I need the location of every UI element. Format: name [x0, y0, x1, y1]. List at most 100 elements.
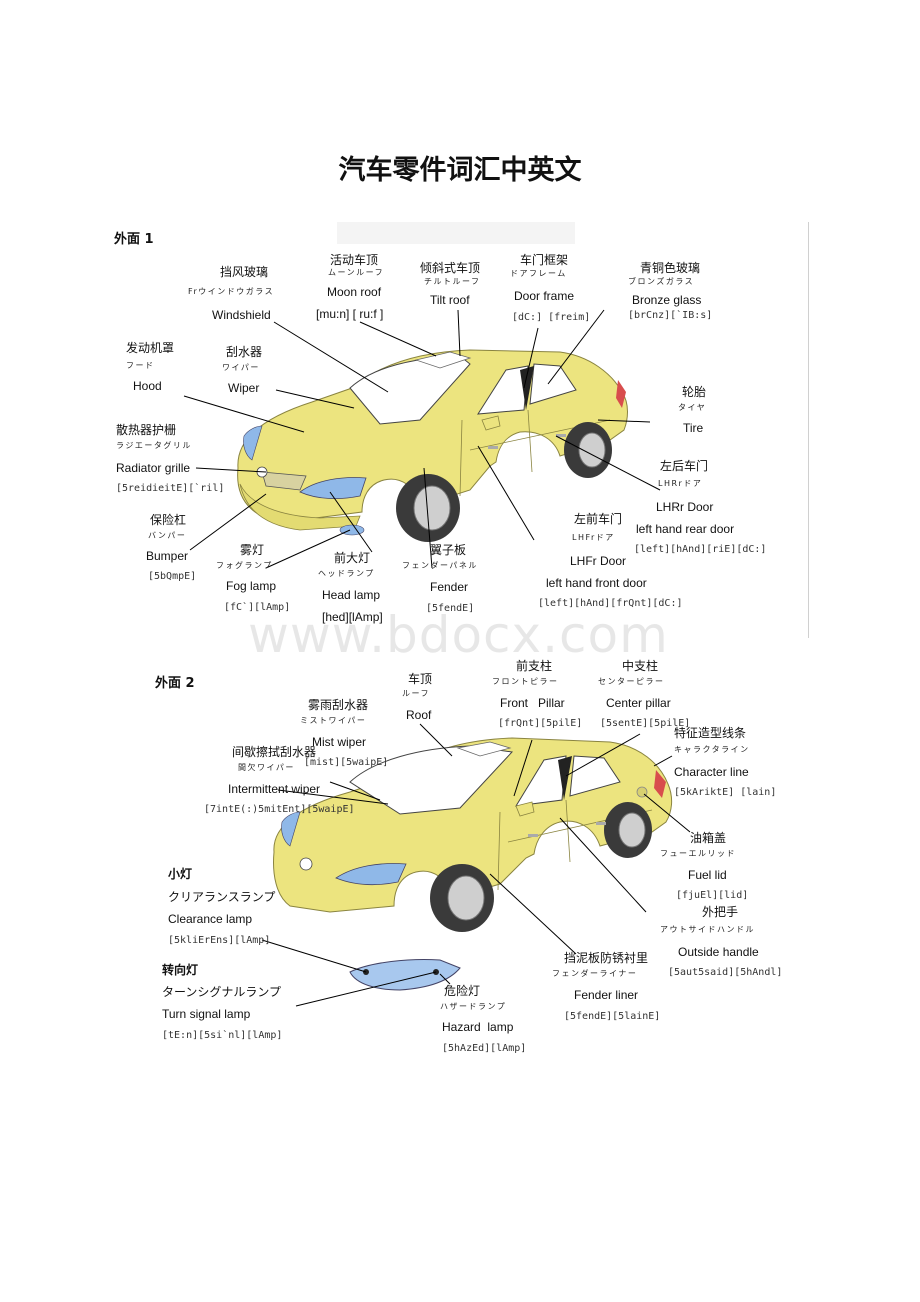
part-ja-fender: フェンダーパネル [402, 561, 478, 570]
part-cn-hazard-lamp: 危险灯 [444, 984, 481, 998]
car1-leader-lines [183, 309, 661, 569]
part-ph-turn-signal-lamp: [tE:n][5si`nl][lAmp] [162, 1030, 283, 1041]
part-en-mist-wiper: Mist wiper [312, 735, 367, 749]
part-ja-hood: フード [126, 361, 155, 370]
part-ja-windshield: Frウインドウガラス [188, 287, 275, 296]
section2-label: 外面 2 [155, 676, 195, 691]
part-cn-hood: 发动机罩 [126, 341, 175, 355]
image-top-bar [337, 222, 575, 244]
part-en-tire: Tire [683, 421, 704, 435]
part-ja-lhrr-door: LHRrドア [658, 479, 703, 488]
part-ja-fog-lamp: フォグランプ [216, 561, 273, 570]
watermark: www.bdocx.com [248, 606, 669, 664]
part-en-hazard-lamp: Hazard lamp [442, 1020, 514, 1034]
part-en-front-pillar: Front Pillar [500, 696, 565, 710]
part-ph-bumper: [5bQmpE] [148, 571, 197, 582]
part-ja-head-lamp: ヘッドランプ [318, 569, 375, 578]
part-en-lhfr-door: LHFr Door [570, 554, 627, 568]
part-en-bronze-glass: Bronze glass [632, 293, 702, 307]
part-cn-roof: 车顶 [408, 672, 433, 686]
part-en-clearance-lamp: Clearance lamp [168, 912, 253, 926]
part-ja-wiper: ワイパー [222, 363, 260, 372]
part-cn-mist-wiper: 雾雨刮水器 [308, 698, 369, 712]
part-en-door-frame: Door frame [514, 289, 575, 303]
part-en-wiper: Wiper [228, 381, 260, 395]
part-en-bumper: Bumper [146, 549, 189, 563]
part-cn-center-pillar: 中支柱 [622, 659, 659, 673]
part-cn-wiper: 刮水器 [226, 345, 263, 359]
part-ja-bumper: バンパー [148, 531, 187, 540]
part-ja-bronze-glass: ブロンズガラス [628, 277, 695, 286]
part-cn-bronze-glass: 青铜色玻璃 [640, 261, 701, 275]
part-cn-tire: 轮胎 [682, 385, 707, 399]
part-en-fender: Fender [430, 580, 469, 594]
part-cn-head-lamp: 前大灯 [334, 551, 371, 565]
part-cn-fog-lamp: 雾灯 [240, 543, 265, 557]
part-cn-turn-signal-lamp: 转向灯 [162, 963, 199, 977]
part-cn-intermittent-wiper: 间歇擦拭刮水器 [232, 745, 317, 759]
part-ph-lhrr-door: [left][hAnd][riE][dC:] [634, 544, 767, 555]
part-ph-bronze-glass: [brCnz][`IB:s] [628, 310, 713, 321]
part-ja-roof: ルーフ [402, 689, 431, 698]
part-ja-clearance-lamp: クリアランスランプ [168, 890, 276, 904]
part-ph-front-pillar: [frQnt][5pilE] [498, 718, 583, 729]
part-en-roof: Roof [406, 708, 432, 722]
part-cn-lhfr-door: 左前车门 [574, 512, 623, 526]
part-en-head-lamp: Head lamp [322, 588, 381, 602]
part-cn-outside-handle: 外把手 [702, 905, 739, 919]
part-ph-radiator-grille: [5reidieitE][`ril] [116, 483, 225, 494]
part-ja-center-pillar: センターピラー [598, 677, 665, 686]
part-en2-lhrr-door: left hand rear door [636, 522, 735, 536]
part-ja-fender-liner: フェンダーライナー [552, 969, 638, 978]
part-ph-center-pillar: [5sentE][5pilE] [600, 718, 691, 729]
page-title: 汽车零件词汇中英文 [338, 155, 582, 186]
part-ja-tilt-roof: チルトルーフ [424, 277, 481, 286]
part-cn-clearance-lamp: 小灯 [168, 867, 193, 881]
part-en-moon-roof: Moon roof [327, 285, 382, 299]
part-cn-tilt-roof: 倾斜式车顶 [420, 261, 481, 275]
section1-label: 外面 1 [114, 232, 154, 247]
part-ja-mist-wiper: ミストワイパー [300, 716, 367, 725]
part-cn-fender: 翼子板 [430, 543, 467, 557]
part-ph-hazard-lamp: [5hAzEd][lAmp] [442, 1043, 527, 1054]
part-ph-mist-wiper: [mist][5waipE] [304, 757, 389, 768]
part-ja-intermittent-wiper: 間欠ワイパー [238, 763, 295, 772]
part-ph-clearance-lamp: [5kliErEns][lAmp] [168, 935, 271, 946]
part-cn-front-pillar: 前支柱 [516, 659, 553, 673]
part-cn-moon-roof: 活动车顶 [330, 253, 379, 267]
part-ja-fuel-lid: フューエルリッド [660, 849, 736, 858]
part-ja-turn-signal-lamp: ターンシグナルランプ [162, 985, 282, 999]
part-ph-character-line: [5kAriktE] [lain] [674, 787, 777, 798]
part-ph-fog-lamp: [fC`][lAmp] [224, 602, 291, 613]
part-cn-door-frame: 车门框架 [520, 253, 569, 267]
part-cn-lhrr-door: 左后车门 [660, 459, 709, 473]
part-en-fender-liner: Fender liner [574, 988, 639, 1002]
part-ph-fender-liner: [5fendE][5lainE] [564, 1011, 661, 1022]
car2-leader-lines [261, 723, 691, 1007]
part-ja-front-pillar: フロントピラー [492, 677, 559, 686]
part-ph-fuel-lid: [fjuEl][lid] [676, 890, 749, 901]
part-en-fuel-lid: Fuel lid [688, 868, 727, 882]
part-ja-radiator-grille: ラジエータグリル [116, 441, 192, 450]
part-ph-door-frame: [dC:] [freim] [512, 312, 591, 323]
part-ja-tire: タイヤ [678, 403, 707, 412]
part-ph-intermittent-wiper: [7intE(:)5mitEnt][5waipE] [204, 804, 355, 815]
part-ja-moon-roof: ムーンルーフ [328, 268, 385, 277]
part-ja-hazard-lamp: ハザードランプ [440, 1002, 507, 1011]
part-cn-fuel-lid: 油箱盖 [690, 831, 727, 845]
car2-illustration [273, 737, 673, 991]
part-cn-character-line: 特征造型线条 [674, 726, 747, 740]
part-ph-fender: [5fendE] [426, 603, 475, 614]
part-en-radiator-grille: Radiator grille [116, 461, 191, 475]
part-ja-character-line: キャラクタライン [674, 745, 750, 754]
image-right-border [808, 222, 809, 638]
part-en-windshield: Windshield [212, 308, 271, 322]
part-ja-door-frame: ドアフレーム [510, 269, 567, 278]
part-en-hood: Hood [133, 379, 162, 393]
part-en2-lhfr-door: left hand front door [546, 576, 647, 590]
part-en-fog-lamp: Fog lamp [226, 579, 277, 593]
part-en-turn-signal-lamp: Turn signal lamp [162, 1007, 251, 1021]
part-cn-fender-liner: 挡泥板防锈衬里 [564, 951, 649, 965]
car1-illustration [237, 349, 628, 542]
